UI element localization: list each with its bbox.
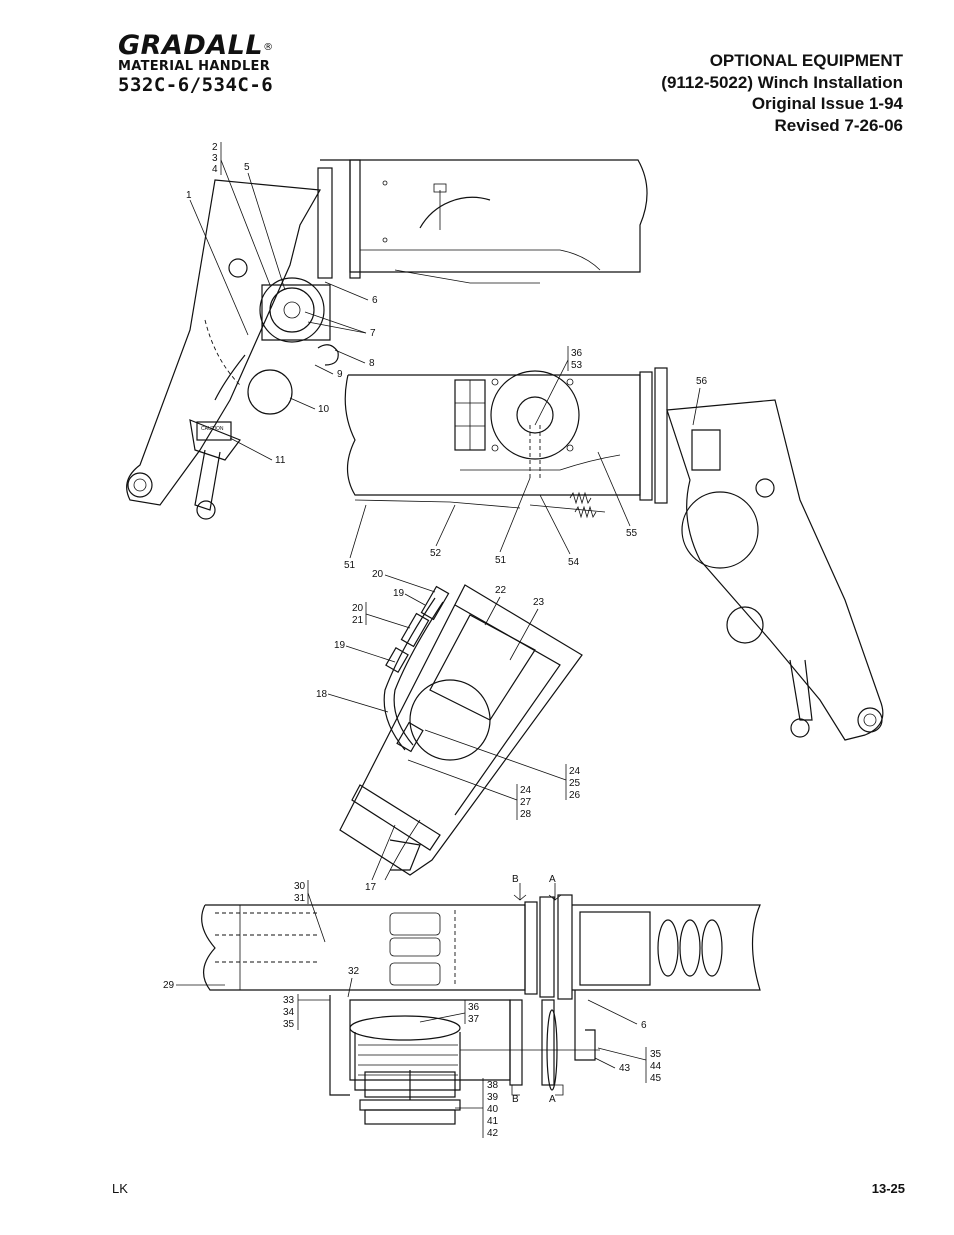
- callout-56: 56: [696, 376, 708, 387]
- page-header: OPTIONAL EQUIPMENT (9112-5022) Winch Ins…: [661, 50, 903, 136]
- callout-52: 52: [430, 548, 442, 559]
- middle-view-callouts: 20 19 22 23 20 21 19 18 24 25 26 24 27 2…: [316, 569, 581, 893]
- callout-20-mid: 20: [352, 603, 364, 614]
- callout-24-left: 24: [520, 785, 532, 796]
- callout-6: 6: [372, 295, 378, 306]
- middle-view-boom: [339, 584, 583, 881]
- callout-9: 9: [337, 369, 343, 380]
- header-line-2: (9112-5022) Winch Installation: [661, 72, 903, 92]
- callout-7: 7: [370, 328, 376, 339]
- callout-24-right: 24: [569, 766, 581, 777]
- logo-brand-text: GRADALL: [118, 30, 264, 61]
- callout-41: 41: [487, 1116, 499, 1127]
- callout-51-left: 51: [344, 560, 356, 571]
- section-a-bottom: A: [549, 1094, 556, 1105]
- top-view-boom: CAUTION: [126, 159, 648, 520]
- callout-45: 45: [650, 1073, 662, 1084]
- section-a-top: A: [549, 874, 556, 885]
- callout-36: 36: [571, 348, 583, 359]
- right-view-boom: [344, 367, 884, 741]
- logo-subtitle: MATERIAL HANDLER: [118, 59, 271, 74]
- callout-3: 3: [212, 153, 218, 164]
- callout-42: 42: [487, 1128, 499, 1139]
- callout-2: 2: [212, 142, 218, 153]
- gradall-logo: GRADALL® MATERIAL HANDLER 532C-6/534C-6: [118, 32, 274, 97]
- caution-decal-text: CAUTION: [201, 426, 224, 432]
- callout-55: 55: [626, 528, 638, 539]
- callout-32: 32: [348, 966, 360, 977]
- callout-51-right: 51: [495, 555, 507, 566]
- callout-25: 25: [569, 778, 581, 789]
- callout-27: 27: [520, 797, 532, 808]
- callout-53: 53: [571, 360, 583, 371]
- header-line-1: OPTIONAL EQUIPMENT: [709, 51, 903, 70]
- callout-31: 31: [294, 893, 306, 904]
- callout-11: 11: [275, 455, 286, 466]
- callout-44: 44: [650, 1061, 662, 1072]
- footer-code: LK: [112, 1181, 128, 1196]
- bottom-view-callouts: B A 30 31 29 32 33 34 35 36 37 6 35 44 4…: [163, 874, 662, 1139]
- page-number: 13-25: [871, 1181, 905, 1196]
- callout-26: 26: [569, 790, 581, 801]
- logo-brand: GRADALL®: [118, 32, 274, 60]
- callout-20-top: 20: [372, 569, 384, 580]
- registered-mark: ®: [263, 42, 274, 53]
- bottom-view-boom: [201, 883, 761, 1125]
- callout-23: 23: [533, 597, 545, 608]
- header-line-4: Revised 7-26-06: [774, 115, 903, 135]
- callout-28: 28: [520, 809, 532, 820]
- callout-40: 40: [487, 1104, 499, 1115]
- callout-19-mid: 19: [334, 640, 346, 651]
- callout-33: 33: [283, 995, 295, 1006]
- logo-model: 532C-6/534C-6: [118, 74, 274, 96]
- top-left-callouts: 2 3 4 5 1 6 7 8 9 10 11: [186, 142, 378, 466]
- callout-1: 1: [186, 190, 192, 201]
- callout-35-right: 35: [650, 1049, 662, 1060]
- callout-30: 30: [294, 881, 306, 892]
- section-b-top: B: [512, 874, 519, 885]
- callout-35-left: 35: [283, 1019, 295, 1030]
- callout-36-bottom: 36: [468, 1002, 480, 1013]
- callout-34: 34: [283, 1007, 295, 1018]
- callout-4: 4: [212, 164, 218, 175]
- callout-21: 21: [352, 615, 364, 626]
- header-line-3: Original Issue 1-94: [751, 94, 903, 113]
- callout-29: 29: [163, 980, 175, 991]
- callout-8: 8: [369, 358, 375, 369]
- callout-17: 17: [365, 882, 377, 893]
- callout-10: 10: [318, 404, 330, 415]
- callout-18: 18: [316, 689, 328, 700]
- right-view-callouts: 36 53 56 55 51 52 51 54: [344, 346, 708, 571]
- callout-54: 54: [568, 557, 580, 568]
- callout-37: 37: [468, 1014, 480, 1025]
- callout-22: 22: [495, 585, 507, 596]
- callout-5: 5: [244, 162, 250, 173]
- callout-6-bottom: 6: [641, 1020, 647, 1031]
- callout-38: 38: [487, 1080, 499, 1091]
- callout-19-top: 19: [393, 588, 405, 599]
- callout-43: 43: [619, 1063, 631, 1074]
- section-b-bottom: B: [512, 1094, 519, 1105]
- callout-39: 39: [487, 1092, 499, 1103]
